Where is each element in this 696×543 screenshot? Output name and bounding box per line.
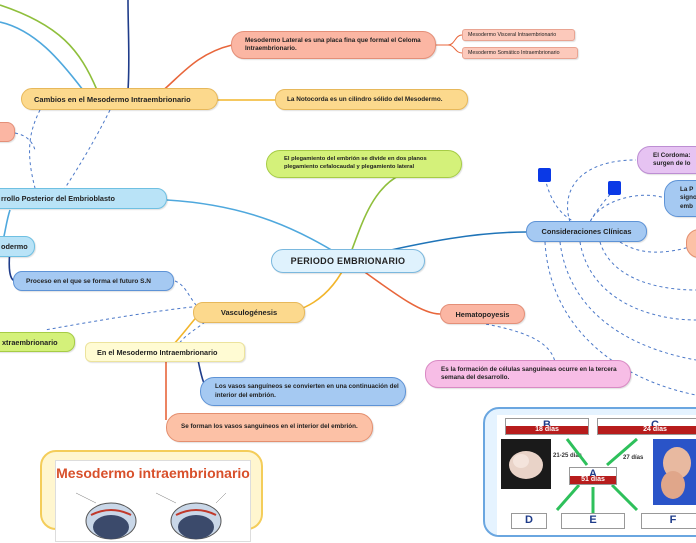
node-somatico[interactable]: Mesodermo Somático Intraembrionario bbox=[462, 47, 578, 59]
stage-b-days: 18 días bbox=[506, 426, 588, 434]
node-vasos-forman[interactable]: Se forman los vasos sanguíneos en el int… bbox=[166, 413, 373, 442]
node-en-mesodermo-label: En el Mesodermo Intraembrionario bbox=[97, 347, 218, 357]
node-cut-left-top[interactable] bbox=[0, 122, 15, 142]
node-formacion-label: Es la formación de células sanguíneas oc… bbox=[441, 365, 617, 381]
node-cordoma-label: El Cordoma: surgen de lo bbox=[653, 151, 691, 167]
arrows-icon bbox=[555, 437, 639, 513]
stage-f-box: F bbox=[641, 513, 696, 529]
node-extraembrionario[interactable]: xtraembrionario bbox=[0, 332, 75, 352]
node-visceral[interactable]: Mesodermo Visceral Intraembrionario bbox=[462, 29, 575, 41]
node-somatico-label: Mesodermo Somático Intraembrionario bbox=[468, 50, 560, 56]
stage-c-box: C 24 días bbox=[597, 418, 696, 435]
node-vasculogenesis[interactable]: Vasculogénesis bbox=[193, 302, 305, 323]
image-card-embryo-stages[interactable]: B 18 días C 24 días 21-25 días 27 días A bbox=[483, 407, 696, 537]
stage-a-label: A bbox=[589, 468, 597, 480]
central-topic-label: PERIODO EMBRIONARIO bbox=[290, 256, 406, 266]
stage-f-label: F bbox=[669, 514, 677, 526]
node-plegamiento[interactable]: El plegamiento del embrión se divide en … bbox=[266, 150, 462, 178]
central-topic[interactable]: PERIODO EMBRIONARIO bbox=[271, 249, 425, 273]
stage-e-box: E bbox=[561, 513, 625, 529]
image-card-mesodermo[interactable]: Mesodermo intraembrionario bbox=[40, 450, 263, 542]
range-right-label: 27 días bbox=[623, 455, 644, 461]
node-visceral-label: Mesodermo Visceral Intraembrionario bbox=[468, 32, 557, 38]
node-cordoma[interactable]: El Cordoma: surgen de lo bbox=[637, 146, 696, 174]
image-mesodermo: Mesodermo intraembrionario bbox=[55, 460, 251, 542]
node-vasos-forman-label: Se forman los vasos sanguíneos en el int… bbox=[181, 423, 358, 431]
stage-b-label: B bbox=[543, 419, 551, 431]
stage-d-label: D bbox=[525, 514, 533, 526]
node-vasculogenesis-label: Vasculogénesis bbox=[220, 308, 278, 317]
node-extraembrionario-label: xtraembrionario bbox=[2, 337, 58, 347]
stage-a-box: A 51 días bbox=[569, 467, 617, 485]
node-cambios[interactable]: Cambios en el Mesodermo Intraembrionario bbox=[21, 88, 218, 110]
node-hematopoyesis-label: Hematopoyesis bbox=[455, 309, 510, 319]
image-embryo-stages: B 18 días C 24 días 21-25 días 27 días A bbox=[497, 415, 696, 535]
node-vasos-convierten-label: Los vasos sanguíneos se convierten en un… bbox=[215, 383, 399, 399]
node-en-mesodermo[interactable]: En el Mesodermo Intraembrionario bbox=[85, 342, 245, 362]
stage-a-days: 51 días bbox=[570, 476, 616, 484]
stage-c-label: C bbox=[651, 419, 659, 431]
stage-e-label: E bbox=[589, 514, 597, 526]
node-consideraciones-label: Consideraciones Clínicas bbox=[541, 227, 632, 236]
node-vasos-convierten[interactable]: Los vasos sanguíneos se convierten en un… bbox=[200, 377, 406, 406]
node-mesodermo-lateral-label: Mesodermo Lateral es una placa fina que … bbox=[245, 36, 421, 52]
node-consideraciones[interactable]: Consideraciones Clínicas bbox=[526, 221, 647, 242]
range-left-label: 21-25 días bbox=[553, 453, 583, 459]
node-odermo-label: odermo bbox=[1, 242, 28, 251]
node-proceso[interactable]: Proceso en el que se forma el futuro S.N bbox=[13, 271, 174, 291]
stage-d-box: D bbox=[511, 513, 547, 529]
node-odermo[interactable]: odermo bbox=[0, 236, 35, 257]
node-plegamiento-label: El plegamiento del embrión se divide en … bbox=[284, 156, 427, 170]
node-desarrollo-posterior[interactable]: rrollo Posterior del Embrioblasto bbox=[0, 188, 167, 209]
node-la-p-label: La P signo emb bbox=[680, 186, 696, 210]
node-notocorda-label: La Notocorda es un cilindro sólido del M… bbox=[287, 96, 443, 103]
image-mesodermo-title: Mesodermo intraembrionario bbox=[56, 465, 250, 481]
embryo-early-icon bbox=[501, 439, 551, 489]
link-button-la-p[interactable] bbox=[608, 181, 621, 195]
embryo-late-icon bbox=[653, 439, 696, 505]
node-formacion[interactable]: Es la formación de células sanguíneas oc… bbox=[425, 360, 631, 388]
node-hematopoyesis[interactable]: Hematopoyesis bbox=[440, 304, 525, 324]
link-button-cordoma[interactable] bbox=[538, 168, 551, 182]
node-cambios-label: Cambios en el Mesodermo Intraembrionario bbox=[34, 94, 191, 104]
node-la-p[interactable]: La P signo emb bbox=[664, 180, 696, 217]
stage-b-box: B 18 días bbox=[505, 418, 589, 435]
node-proceso-label: Proceso en el que se forma el futuro S.N bbox=[26, 277, 151, 285]
node-desarrollo-posterior-label: rrollo Posterior del Embrioblasto bbox=[1, 194, 115, 203]
node-mesodermo-lateral[interactable]: Mesodermo Lateral es una placa fina que … bbox=[231, 31, 436, 59]
node-notocorda[interactable]: La Notocorda es un cilindro sólido del M… bbox=[275, 89, 468, 110]
embryo-cross-section-icon bbox=[75, 492, 227, 540]
stage-c-days: 24 días bbox=[598, 426, 696, 434]
